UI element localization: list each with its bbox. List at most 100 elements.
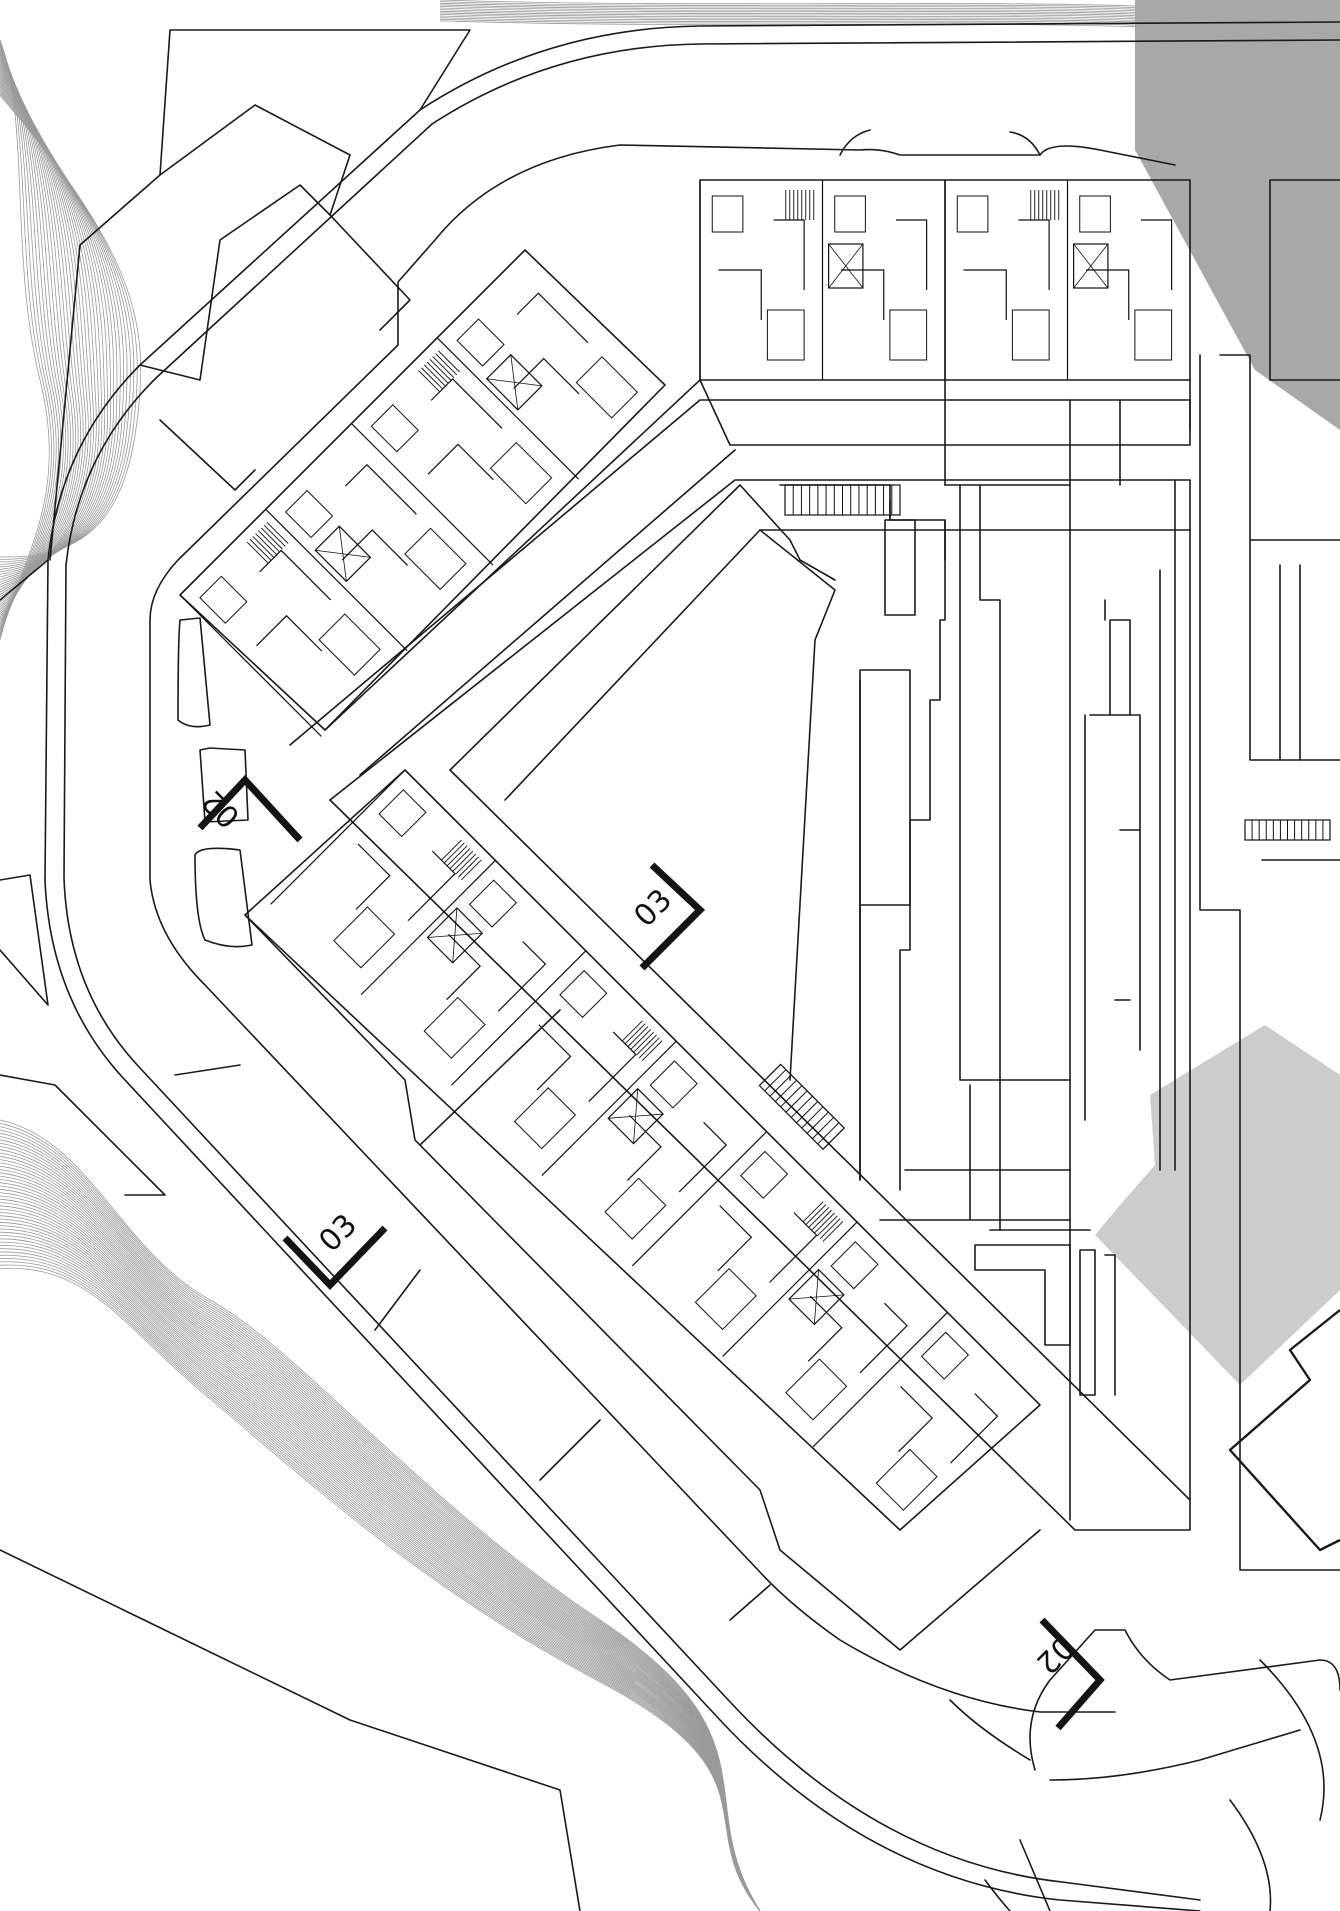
section-mark-03-center-label: 03	[627, 882, 679, 934]
wing-unit-set	[699, 180, 1173, 380]
room-box	[513, 1087, 577, 1150]
contour-line	[0, 1225, 761, 1911]
core-stair-tread	[458, 856, 479, 878]
parcel-top-left	[49, 29, 471, 561]
contour-line	[0, 48, 62, 628]
ring-road-outer	[44, 21, 1340, 1911]
stair-plaza-right	[1244, 819, 1331, 841]
right-road-east	[1199, 354, 1340, 1571]
elevator-core	[607, 1087, 664, 1145]
core-stair-tread	[255, 533, 278, 556]
podium-block-7	[884, 519, 916, 616]
site-line-left-3	[0, 1549, 581, 1911]
core-stair-tread	[426, 361, 449, 384]
section-mark-03-lower-left-line	[282, 1225, 388, 1291]
room-box	[333, 906, 396, 969]
core-stair-tread	[441, 839, 462, 861]
contour-line	[0, 1169, 761, 1911]
section-mark-03-lower-left: 03	[282, 1207, 388, 1291]
contour-line	[0, 1142, 761, 1911]
room-box	[370, 404, 419, 453]
contour-line	[0, 1215, 761, 1911]
contour-line	[439, 0, 1136, 7]
elevator-core	[1073, 243, 1109, 289]
interior-wall	[427, 378, 503, 481]
contour-line	[0, 1212, 761, 1911]
unit-interiors	[179, 180, 1173, 1511]
contour-line	[0, 41, 52, 638]
wing-unit-set	[270, 769, 999, 1511]
core-stair-tread	[624, 1023, 646, 1045]
core-stair-tread	[814, 1212, 835, 1234]
contour-line	[0, 95, 142, 558]
contours-top-edge	[439, 0, 1136, 28]
stair-tread	[774, 1079, 797, 1102]
site-line-left-2	[0, 1074, 166, 1196]
l-planter	[974, 1244, 1071, 1346]
room-box	[575, 356, 639, 419]
contour-line	[0, 76, 106, 585]
bottom-right-curve-1	[1029, 1629, 1340, 1821]
elevator-core	[828, 243, 864, 289]
party-wall	[451, 950, 587, 1086]
podium-block-3	[859, 499, 946, 1181]
elevator-cross	[788, 1269, 844, 1325]
contour-line	[0, 1248, 761, 1911]
contour-line	[0, 39, 50, 641]
northwest-wing-outline	[179, 249, 666, 731]
bottom-right-curve-2	[949, 1699, 1301, 1781]
room-box	[956, 195, 989, 233]
stair-tread	[806, 1111, 829, 1134]
room-box	[875, 1448, 938, 1511]
contour-line	[0, 75, 103, 588]
core-stair-tread	[423, 364, 446, 387]
podium-step-right-2	[1084, 599, 1131, 1121]
core-stair-tread	[811, 1209, 833, 1231]
interior-wall	[446, 934, 547, 1012]
room-box	[766, 309, 805, 361]
contour-line	[0, 1264, 761, 1911]
room-box	[456, 318, 505, 367]
room-box	[740, 1150, 789, 1199]
core-stair-tread	[443, 842, 465, 864]
core-stair-tread	[802, 1201, 824, 1223]
stair-tread	[764, 1069, 787, 1092]
room-box	[889, 309, 928, 361]
party-wall	[722, 1221, 858, 1357]
core-stair-tread	[449, 848, 471, 869]
room-box	[711, 195, 744, 233]
stair-tread	[769, 1074, 792, 1097]
stair-tread	[796, 1101, 819, 1124]
interior-wall	[256, 549, 332, 652]
contour-line	[0, 43, 55, 636]
parking-bay-3	[194, 847, 253, 948]
room-box	[694, 1267, 757, 1331]
contour-line	[0, 1241, 761, 1911]
right-building-outline	[1269, 179, 1340, 381]
walkway-northeast-edge-2	[329, 479, 1191, 801]
contour-line	[439, 17, 1136, 24]
interior-wall	[341, 463, 417, 566]
interior-wall	[717, 1205, 818, 1283]
room-box	[199, 575, 248, 624]
core-stair-tread	[249, 538, 272, 561]
interior-wall	[355, 843, 456, 922]
southwest-wing-base-2	[419, 1009, 561, 1146]
core-stair-tread	[638, 1037, 660, 1059]
elevator-core	[788, 1268, 845, 1326]
core-stair-tread	[438, 350, 460, 373]
podium-block-6	[879, 1084, 1091, 1231]
planter-posts	[1079, 1249, 1116, 1396]
core-stair-tread	[641, 1040, 663, 1062]
contour-line	[0, 1235, 761, 1911]
core-stair-tread	[636, 1034, 657, 1056]
core-stair-tread	[432, 356, 455, 378]
parcel-left-mid	[159, 419, 771, 1621]
stair-plaza-diagonal	[758, 1063, 846, 1151]
northwest-wing-corridor	[324, 379, 736, 776]
podium-block-4	[944, 484, 1071, 1521]
contour-line	[0, 68, 92, 598]
core-stair-tread	[246, 541, 269, 564]
elevator-core	[314, 525, 372, 583]
contour-line	[0, 63, 84, 606]
